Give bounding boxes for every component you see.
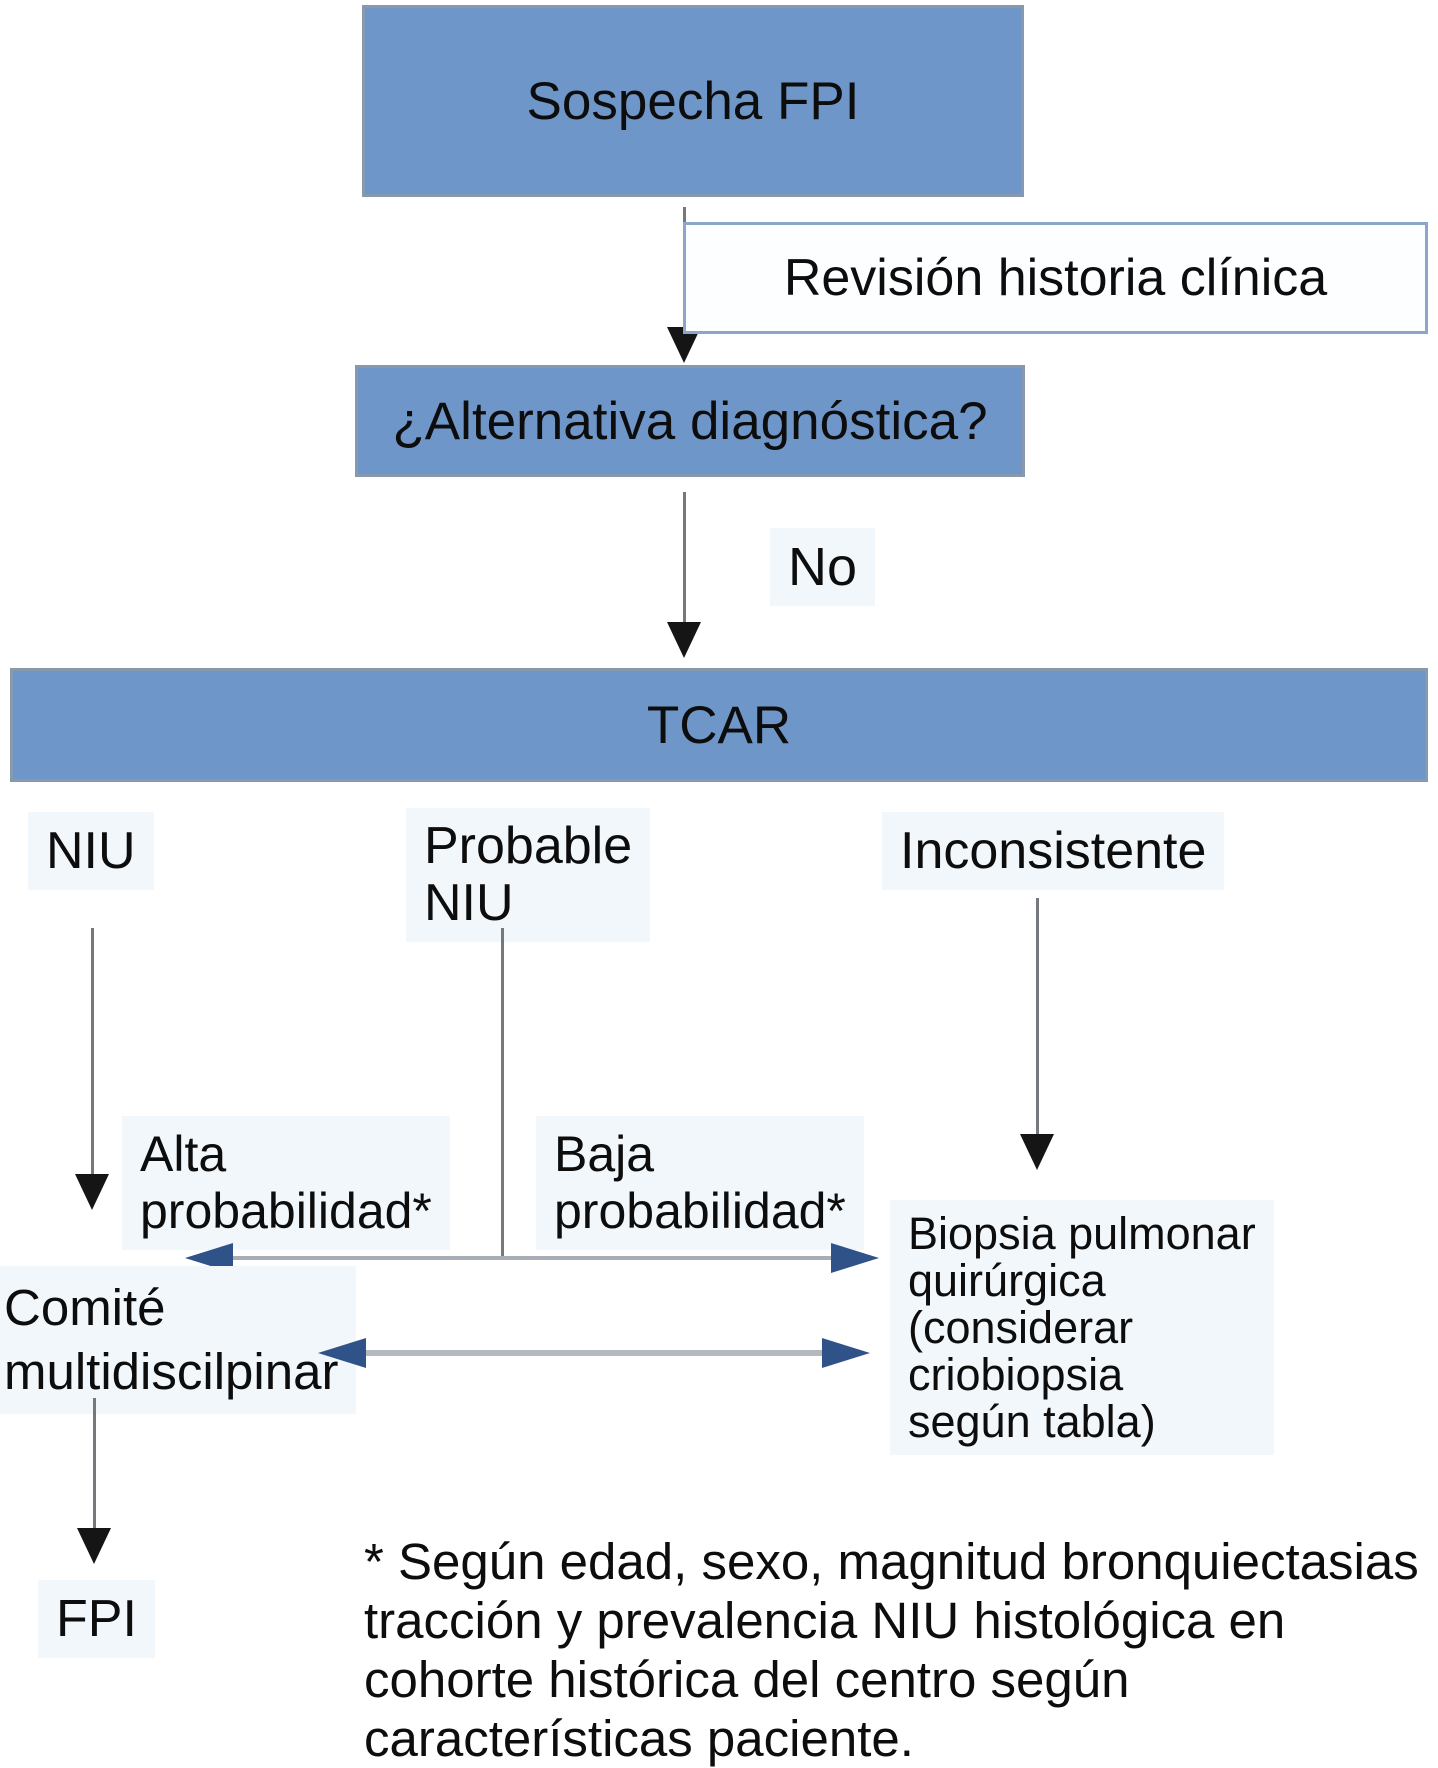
- footnote: * Según edad, sexo, magnitud bronquiecta…: [364, 1533, 1419, 1767]
- arrow-right-head-icon: [831, 1243, 879, 1273]
- line-probable-niu-branch: [501, 928, 504, 1258]
- arrow-inconsistente-branch: [1019, 898, 1055, 1170]
- arrow-line: [366, 1350, 822, 1356]
- node-tcar-label: TCAR: [646, 695, 792, 755]
- arrow-right-head-icon: [822, 1338, 870, 1368]
- arrow-line: [1035, 898, 1039, 1134]
- arrow-alternativa-to-tcar: [666, 492, 702, 658]
- arrow-line: [233, 1256, 831, 1260]
- label-biopsia-pulmonar: Biopsia pulmonar quirúrgica (considerar …: [890, 1200, 1274, 1455]
- arrow-line: [682, 492, 686, 622]
- label-inconsistente: Inconsistente: [882, 812, 1225, 890]
- node-sospecha-fpi: Sospecha FPI: [362, 5, 1024, 197]
- double-arrow-comite-biopsia: [318, 1337, 870, 1369]
- label-probable-niu: Probable NIU: [406, 808, 651, 942]
- label-baja-probabilidad: Baja probabilidad*: [536, 1116, 864, 1250]
- node-sospecha-fpi-label: Sospecha FPI: [526, 71, 860, 131]
- arrow-down-head-icon: [77, 1528, 111, 1564]
- arrow-niu-branch: [74, 928, 110, 1210]
- node-alternativa-diagnostica: ¿Alternativa diagnóstica?: [355, 365, 1025, 477]
- label-no: No: [770, 528, 876, 606]
- arrow-left-head-icon: [318, 1338, 366, 1368]
- arrow-down-head-icon: [1020, 1134, 1054, 1170]
- arrow-line: [90, 928, 94, 1174]
- label-niu: NIU: [28, 812, 154, 890]
- node-tcar: TCAR: [10, 668, 1428, 782]
- arrow-down-head-icon: [667, 622, 701, 658]
- node-revision-historia: Revisión historia clínica: [683, 222, 1428, 334]
- arrow-down-head-icon: [75, 1174, 109, 1210]
- node-revision-historia-label: Revisión historia clínica: [783, 249, 1328, 307]
- node-alternativa-diagnostica-label: ¿Alternativa diagnóstica?: [392, 391, 988, 451]
- label-comite-multidisciplinar: Comité multidiscilpinar: [0, 1266, 357, 1414]
- arrow-line: [92, 1398, 96, 1528]
- label-fpi: FPI: [38, 1580, 155, 1658]
- label-alta-probabilidad: Alta probabilidad*: [122, 1116, 450, 1250]
- arrow-comite-to-fpi: [76, 1398, 112, 1564]
